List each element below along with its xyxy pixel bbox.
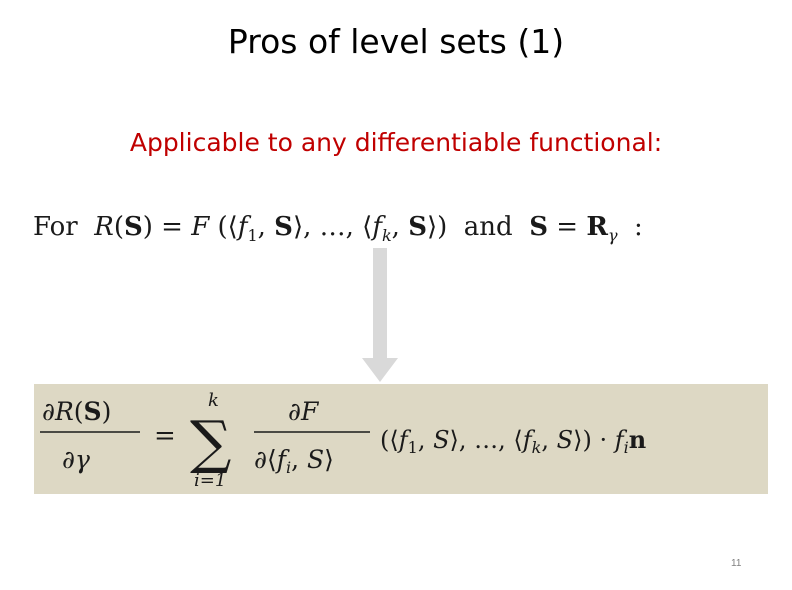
functional-definition-equation: For R(S) = F (⟨f1, S⟩, …, ⟨fk, S⟩) and S… xyxy=(33,212,643,246)
shape-derivative-equation-box: ∂R(S) ∂γ = k ∑ i=1 ∂F ∂⟨fi, S⟩ (⟨f1, S⟩,… xyxy=(34,384,768,494)
svg-text:(⟨f1, S⟩, …, ⟨fk, S⟩) · fin: (⟨f1, S⟩, …, ⟨fk, S⟩) · fin xyxy=(380,425,646,457)
eq-sub1: 1 xyxy=(247,226,258,246)
sum-upper: k xyxy=(208,390,219,411)
shape-derivative-equation: ∂R(S) ∂γ = k ∑ i=1 ∂F ∂⟨fi, S⟩ (⟨f1, S⟩,… xyxy=(40,390,646,491)
arg-subk: k xyxy=(532,438,542,457)
result-n: n xyxy=(629,425,646,454)
svg-text:∂R(S): ∂R(S) xyxy=(42,397,111,426)
result-sub-i: i xyxy=(624,438,629,457)
arg-S1: S xyxy=(433,426,449,454)
rhs-sub-i: i xyxy=(286,458,291,477)
arg-sub1: 1 xyxy=(408,438,418,457)
eq-F: F xyxy=(191,212,210,242)
rhs-f: f xyxy=(275,445,290,474)
equals-sign: = xyxy=(154,421,176,451)
down-arrow-icon xyxy=(362,248,398,382)
eq-R-bold: R xyxy=(586,212,608,242)
eq-S-4: S xyxy=(529,212,548,242)
lhs-S: S xyxy=(84,397,102,426)
lhs-gamma: γ xyxy=(75,445,90,474)
eq-colon: : xyxy=(634,212,643,242)
eq-and-word: and xyxy=(463,212,513,242)
eq-f1: f xyxy=(237,212,248,242)
eq-fk: f xyxy=(372,212,382,242)
sum-lower: i=1 xyxy=(194,470,226,491)
eq-for-word: For xyxy=(33,212,78,242)
eq-subk: k xyxy=(381,226,392,246)
arg-ellipsis: … xyxy=(474,426,498,454)
rhs-F: F xyxy=(300,397,320,426)
sigma-symbol: ∑ xyxy=(190,408,231,476)
eq-gamma: γ xyxy=(607,226,618,246)
rhs-partial-den: ∂ xyxy=(254,445,267,474)
rhs-S: S xyxy=(307,445,324,474)
lhs-R: R xyxy=(54,397,74,426)
svg-text:∂γ: ∂γ xyxy=(62,445,90,474)
arg-S2: S xyxy=(557,426,573,454)
slide-title: Pros of level sets (1) xyxy=(227,22,565,61)
arg-dot: · xyxy=(599,426,607,454)
eq-S: S xyxy=(123,212,143,242)
eq-R: R xyxy=(94,212,114,242)
eq-S-2: S xyxy=(274,212,293,242)
lhs-partial-den: ∂ xyxy=(62,445,75,474)
lhs-partial: ∂ xyxy=(42,397,55,426)
slide-subtitle: Applicable to any differentiable functio… xyxy=(129,128,663,157)
svg-text:∂F: ∂F xyxy=(288,397,320,426)
svg-text:∂⟨fi, S⟩: ∂⟨fi, S⟩ xyxy=(254,445,334,477)
eq-S-3: S xyxy=(408,212,427,242)
eq-ellipsis: … xyxy=(319,212,346,242)
page-number: 11 xyxy=(731,558,742,569)
rhs-partial: ∂ xyxy=(288,397,301,426)
